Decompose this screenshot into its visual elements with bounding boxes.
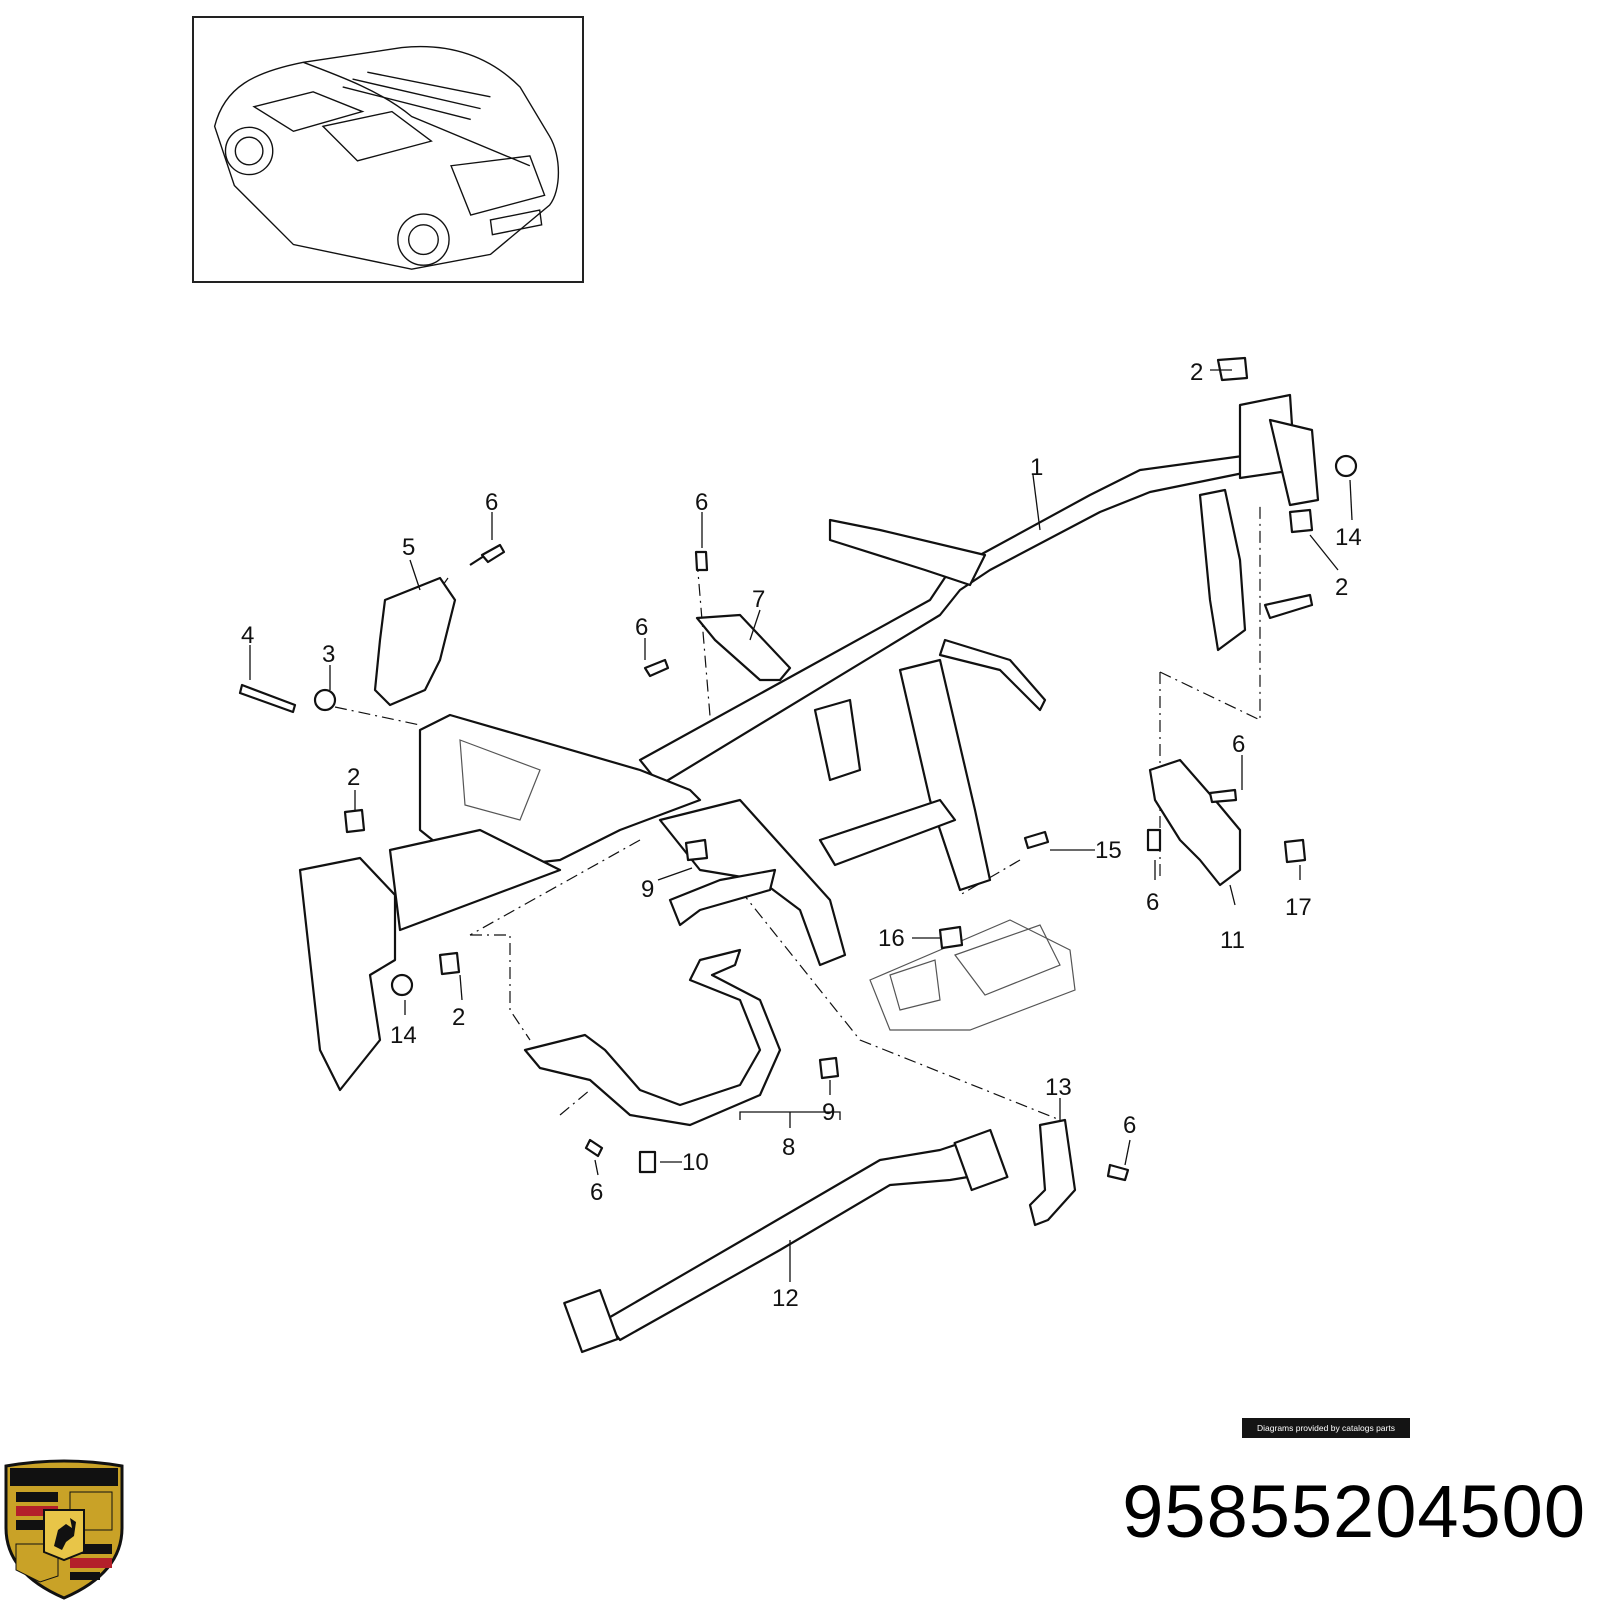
screw-6d [1208,788,1238,804]
callouts: 2 1 14 2 6 6 5 7 6 4 3 6 2 15 9 6 17 11 … [241,359,1362,1312]
clip-9a [684,838,709,862]
vehicle-sketch [213,46,559,270]
callout-2: 2 [1335,574,1348,601]
nut-14b [390,973,414,997]
clip-2d [438,951,461,976]
callout-9: 9 [641,876,654,903]
washer-3 [313,688,337,712]
part-5-bracket [373,576,457,707]
screw-6c [643,658,670,678]
screw-6f [1106,1163,1130,1182]
callout-6: 6 [1146,889,1159,916]
callout-16: 16 [878,925,905,952]
clip-17 [1283,838,1307,864]
clip-2c [343,808,366,834]
callout-6: 6 [635,614,648,641]
clip-2b [1288,508,1314,534]
callout-6: 6 [1123,1112,1136,1139]
clip-2a [1216,356,1249,382]
callout-13: 13 [1045,1074,1072,1101]
screw-6a [469,543,506,566]
part-13-bracket [1028,1118,1077,1227]
screw-6g [584,1138,604,1158]
callout-11: 11 [1220,927,1245,954]
part-7-bracket [695,613,792,682]
callout-6: 6 [695,489,708,516]
callout-9: 9 [822,1099,835,1126]
callout-2: 2 [452,1004,465,1031]
clip-9b [818,1056,840,1080]
floor-ghost-outline [869,919,1076,1031]
callout-14: 14 [1335,524,1362,551]
part-1-crossmember [638,393,1320,892]
vehicle-thumbnail [192,16,584,283]
callout-1: 1 [1030,454,1043,481]
callout-5: 5 [402,534,415,561]
part-number: 95855204500 [1122,1470,1586,1553]
fasteners [238,356,1358,1182]
screw-10 [638,1150,657,1174]
callout-4: 4 [241,622,254,649]
callout-15: 15 [1095,837,1122,864]
part-1-left-structure [298,713,847,1092]
callout-6: 6 [485,489,498,516]
callout-3: 3 [322,641,335,668]
part-12-tube [563,1128,1009,1354]
clip-16 [938,925,964,950]
callout-8: 8 [782,1134,795,1161]
callout-2: 2 [347,764,360,791]
callout-12: 12 [772,1285,799,1312]
credit-badge: Diagrams provided by catalogs parts [1242,1418,1410,1438]
nut-14a [1334,454,1358,478]
part-8-support-frame [523,948,782,1127]
screw-6e [1146,828,1162,852]
callout-6: 6 [1232,731,1245,758]
porsche-crest-logo [4,1459,124,1600]
bolt-4 [238,683,297,714]
callout-7: 7 [752,586,765,613]
screw-15 [1023,830,1050,850]
callout-17: 17 [1285,894,1312,921]
callout-2: 2 [1190,359,1203,386]
callout-6: 6 [590,1179,603,1206]
leader-lines [249,369,1353,1282]
callout-14: 14 [390,1022,417,1049]
callout-10: 10 [682,1149,709,1176]
screw-6b [694,550,709,572]
part-11-bracket [1148,758,1242,887]
